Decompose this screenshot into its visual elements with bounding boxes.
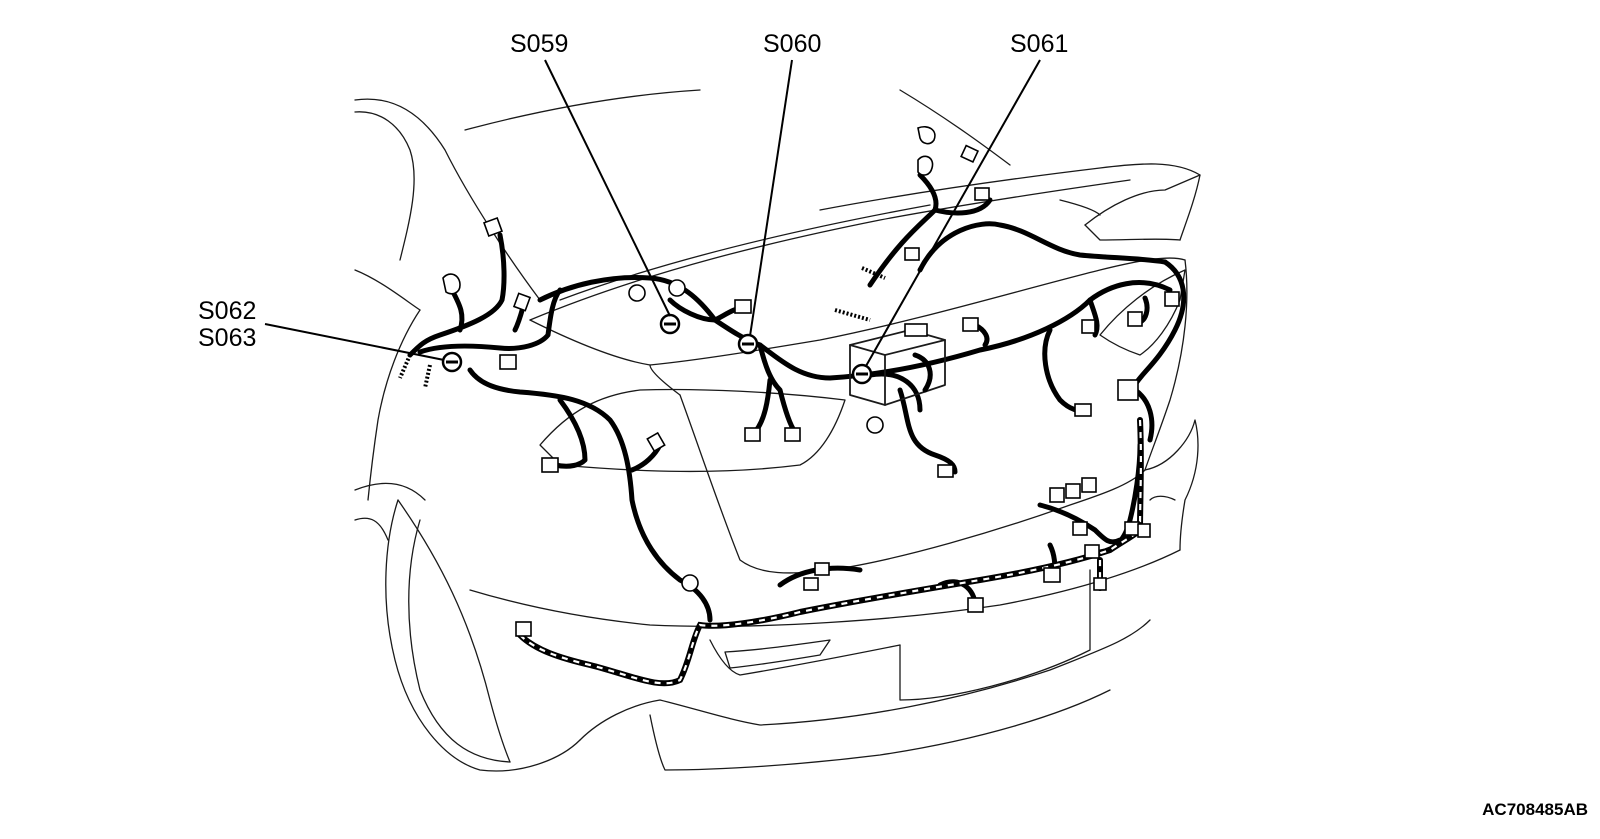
leader-lines — [264, 59, 1041, 367]
connector — [1072, 521, 1088, 536]
connector — [1124, 521, 1140, 536]
body-harness-left — [417, 287, 563, 355]
label-s059: S059 — [510, 30, 568, 58]
splice-s059-marker — [659, 313, 681, 335]
connector — [512, 292, 532, 312]
connector — [1043, 567, 1061, 583]
connector — [803, 577, 819, 591]
label-s062: S062 — [198, 297, 256, 325]
leader-s060 — [749, 59, 793, 337]
label-s061: S061 — [1010, 30, 1068, 58]
bumper-harness-taped — [517, 417, 1144, 687]
ground-terminal — [628, 284, 646, 302]
connector — [541, 457, 559, 473]
vehicle-body-outline — [354, 89, 1201, 772]
trunk-lid-harness-main — [537, 274, 1173, 381]
battery-unit — [849, 323, 946, 406]
connector — [1137, 523, 1151, 538]
leader-s059 — [544, 59, 671, 317]
connector — [1084, 544, 1100, 559]
connector — [646, 431, 666, 453]
ground-terminal — [866, 416, 884, 434]
label-s060: S060 — [763, 30, 821, 58]
ground-terminal — [442, 273, 461, 295]
figure-code: AC708485AB — [1482, 800, 1588, 819]
ground-terminal — [917, 155, 934, 176]
connector — [1049, 487, 1065, 503]
connector — [962, 317, 979, 332]
connector — [1117, 379, 1139, 401]
connector — [1074, 403, 1092, 417]
splice-s061-marker — [851, 363, 873, 385]
leader-s061 — [865, 59, 1041, 367]
connector — [1127, 311, 1143, 327]
connector — [904, 247, 920, 261]
connector — [1081, 477, 1097, 493]
connector — [814, 562, 830, 576]
connector — [1065, 483, 1081, 499]
connector — [744, 427, 761, 442]
wiring-harness — [407, 172, 1187, 623]
connector — [1093, 577, 1107, 591]
connector — [784, 427, 801, 442]
connector — [974, 187, 990, 201]
leader-s062-s063 — [264, 323, 445, 361]
grommet — [681, 574, 699, 592]
connectors — [442, 125, 1180, 637]
connector — [1164, 291, 1180, 307]
connector — [499, 354, 517, 370]
connector — [937, 464, 954, 478]
label-s063: S063 — [198, 324, 256, 352]
ground-terminal — [668, 279, 686, 297]
connector — [967, 597, 984, 613]
harness-pigtail-ends — [398, 266, 886, 389]
connector — [515, 621, 532, 637]
connector — [734, 299, 752, 314]
connector — [1081, 319, 1096, 334]
splice-markers — [441, 313, 873, 385]
connector — [960, 144, 980, 164]
ground-terminal — [917, 125, 936, 145]
connector — [483, 217, 503, 237]
splice-s060-marker — [737, 333, 759, 355]
splice-s062-s063-marker — [441, 351, 463, 373]
